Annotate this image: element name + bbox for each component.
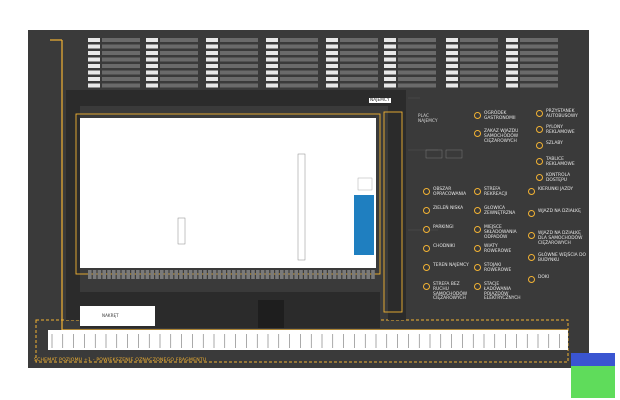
pylon-icon bbox=[536, 126, 543, 133]
parking-strip bbox=[88, 270, 375, 279]
truck-entry-icon bbox=[528, 232, 535, 239]
parking-rows bbox=[88, 38, 558, 88]
dock-icon bbox=[528, 276, 535, 283]
bottom-strip bbox=[48, 330, 568, 350]
plan-drawing bbox=[35, 38, 569, 363]
legend-label: CHODNIKI bbox=[433, 244, 455, 249]
dashed-circle-icon bbox=[423, 207, 430, 214]
small-building bbox=[80, 306, 155, 326]
legend-label: OGRÓDEK GASTRONOMII bbox=[484, 111, 516, 121]
legend-label: DOKI bbox=[538, 275, 550, 280]
outline-circle-icon bbox=[423, 188, 430, 195]
access-control-icon bbox=[536, 174, 543, 181]
barrier-icon bbox=[536, 142, 543, 149]
recreation-icon bbox=[474, 188, 481, 195]
legend-label: SZLABY bbox=[546, 141, 563, 146]
hydrant-icon bbox=[474, 207, 481, 214]
bus-stop-icon bbox=[536, 110, 543, 117]
legend-label: STACJE ŁADOWANIA POJAZDÓW ELEKTRYCZNYCH bbox=[484, 282, 521, 302]
legend-label: STREFA BEZ RUCHU SAMOCHODÓW CIĘŻAROWYCH bbox=[433, 282, 468, 302]
blue-zone bbox=[354, 195, 374, 255]
waste-icon bbox=[474, 226, 481, 233]
bike-rack-icon bbox=[474, 264, 481, 271]
legend-label: OBSZAR OPRACOWANIA bbox=[433, 187, 467, 197]
small-building-label: NAKRĘT bbox=[102, 313, 119, 318]
grey-circle-icon bbox=[423, 226, 430, 233]
site-plan: NAJEMCY PLAC NAJEMCY NAKRĘT OGRÓDEK GAST… bbox=[28, 30, 589, 368]
billboard-icon bbox=[536, 158, 543, 165]
garden-icon bbox=[474, 112, 481, 119]
dark-circle-icon bbox=[423, 283, 430, 290]
legend-label: TABLICE REKLAMOWE bbox=[546, 157, 575, 167]
legend-label: MIEJSCE SKŁADOWANIA ODPADÓW bbox=[484, 225, 517, 240]
road-top bbox=[66, 90, 406, 106]
legend-label: ZIELEŃ NISKA bbox=[433, 206, 464, 211]
legend-label: WJAZD NA DZIAŁKĘ bbox=[538, 209, 581, 214]
legend-label: TEREN NAJEMCY bbox=[433, 263, 469, 268]
corner-blue-block bbox=[571, 353, 615, 369]
legend-label: ZAKAZ WJAZDU SAMOCHODÓW CIĘŻAROWYCH bbox=[484, 129, 519, 144]
road-right bbox=[388, 90, 406, 320]
legend-label: WJAZD NA DZIAŁKĘ DLA SAMOCHODÓW CIĘŻAROW… bbox=[538, 231, 583, 246]
najemcy-tag: NAJEMCY bbox=[369, 97, 391, 103]
main-building bbox=[80, 118, 376, 268]
ev-charger-icon bbox=[474, 283, 481, 290]
legend-label: PYLONY REKLAMOWE bbox=[546, 125, 575, 135]
legend-label: KONTROLA DOSTĘPU bbox=[546, 173, 571, 183]
plan-caption: SCHEMAT POZIOMU +1 - POWIĘKSZENIE OZNACZ… bbox=[34, 358, 207, 363]
light-circle-icon bbox=[423, 245, 430, 252]
legend-label: STOJAKI ROWEROWE bbox=[484, 263, 512, 273]
direction-arrow-icon bbox=[528, 188, 535, 195]
dashed-grey-circle-icon bbox=[423, 264, 430, 271]
legend-label: KIERUNKI JAZDY bbox=[538, 187, 574, 192]
entry-arrow-icon bbox=[528, 210, 535, 217]
no-truck-icon bbox=[474, 130, 481, 137]
corner-green-block bbox=[571, 366, 615, 398]
road-left bbox=[66, 90, 80, 320]
legend-label: PRZYSTANEK AUTOBUSOWY bbox=[546, 109, 578, 119]
legend-label: STREFA REKREACJI bbox=[484, 187, 508, 197]
plac-label: PLAC NAJEMCY bbox=[418, 113, 438, 123]
main-entrance-icon bbox=[528, 254, 535, 261]
legend-label: WIATY ROWEROWE bbox=[484, 244, 512, 254]
legend-label: GŁÓWNE WEJŚCIA DO BUDYNKU bbox=[538, 253, 586, 263]
bike-shelter-icon bbox=[474, 245, 481, 252]
legend-label: GŁOWICA ZEWNĘTRZNA bbox=[484, 206, 516, 216]
legend-label: PARKINGI bbox=[433, 225, 454, 230]
